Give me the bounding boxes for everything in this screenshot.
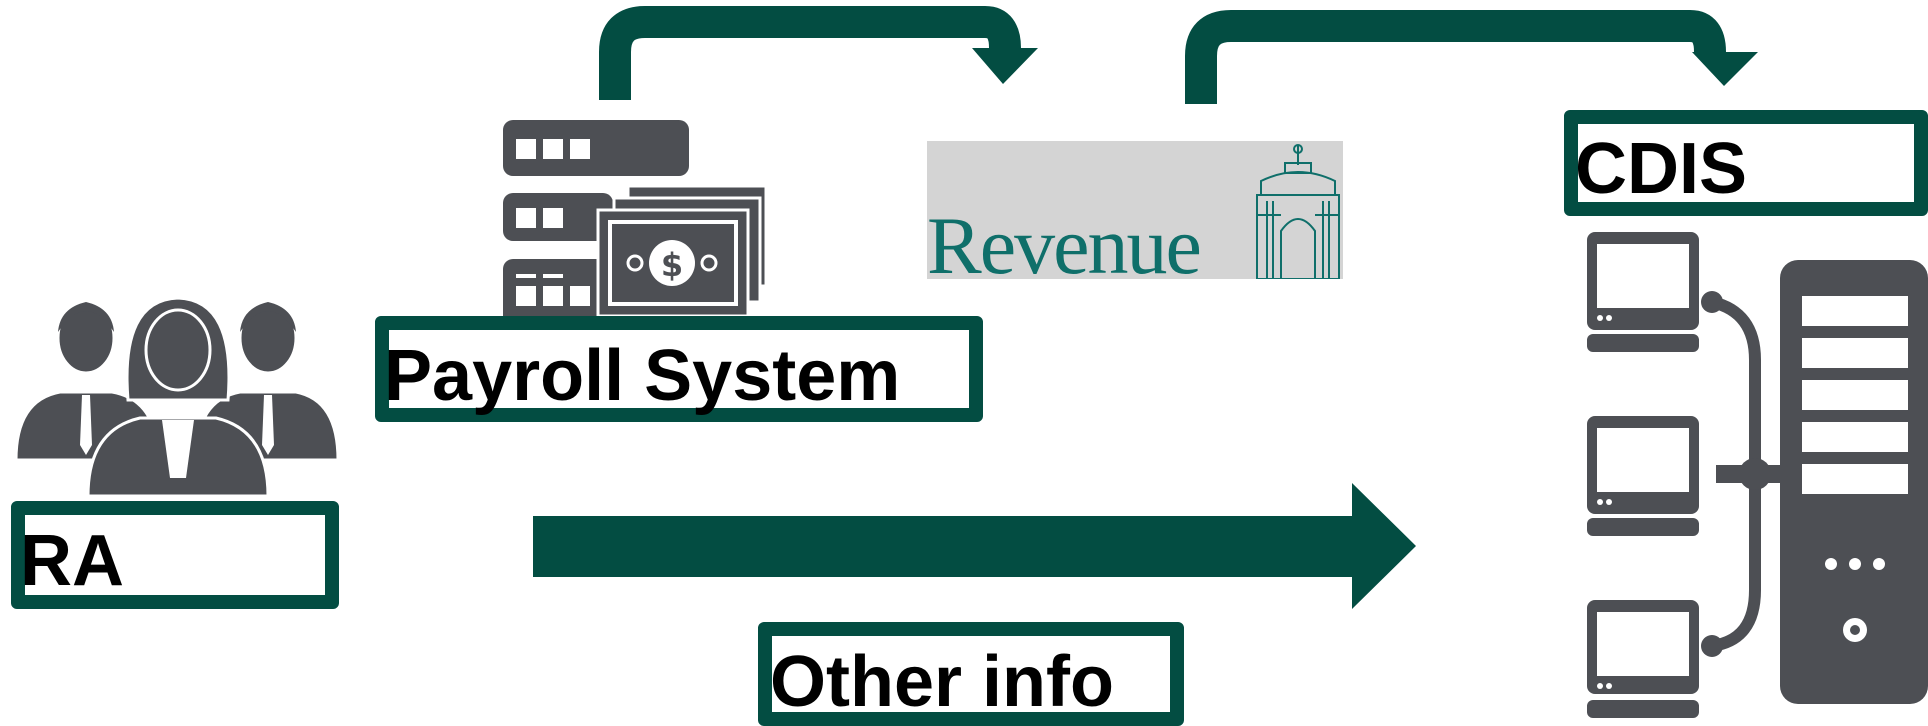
revenue-arch-icon [1256, 144, 1340, 279]
cdis-label: CDIS [1575, 129, 1748, 209]
svg-text:$: $ [661, 246, 683, 284]
payroll-label-box [375, 316, 983, 422]
computer-network-server-icon [1587, 232, 1928, 718]
other-info-label-box [758, 622, 1184, 726]
computer-icon [1587, 600, 1699, 718]
computer-icon [1587, 416, 1699, 536]
revenue-logo-text: Revenue [927, 200, 1202, 280]
curved-arrow-payroll-to-revenue [599, 6, 1038, 100]
computer-icon [1587, 232, 1699, 352]
ra-label: RA [20, 521, 124, 601]
payroll-label: Payroll System [384, 336, 901, 416]
right-arrow-icon [533, 483, 1416, 609]
ra-label-box [11, 501, 339, 609]
revenue-logo: Revenue [927, 141, 1343, 279]
curved-arrow-revenue-to-cdis [1185, 10, 1758, 104]
cdis-label-box [1564, 110, 1928, 216]
server-money-icon: $ [503, 120, 768, 326]
other-info-label: Other info [770, 642, 1114, 722]
people-group-icon [14, 296, 340, 498]
